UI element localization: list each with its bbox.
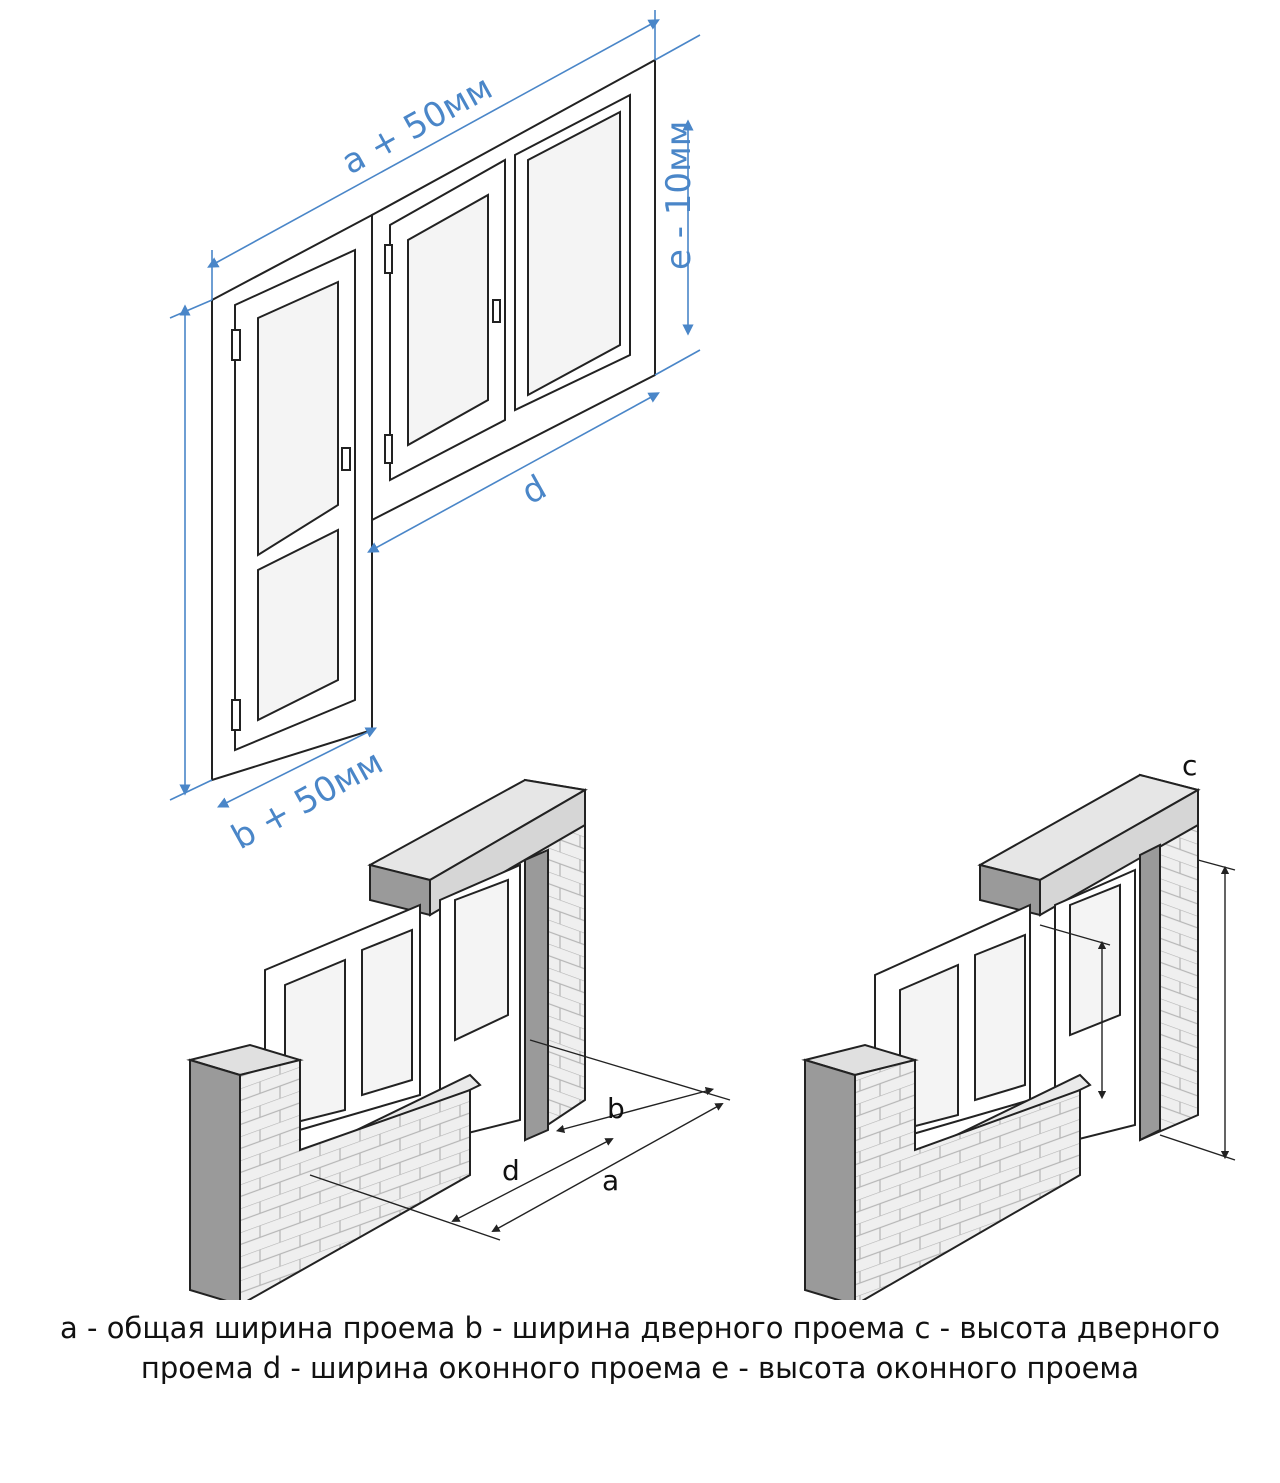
door-glass [257, 280, 339, 557]
dim-line-b-plus-50 [216, 727, 378, 808]
balcony-block-figure [211, 58, 656, 782]
left-opening-figure [186, 778, 588, 1300]
window-handle [492, 299, 501, 323]
label-window-height: e - 10мм [659, 121, 699, 270]
dim-line-d [367, 392, 660, 553]
label-b: b [607, 1092, 625, 1125]
door-hinge-top [231, 329, 241, 361]
dim-line-a-plus-50 [207, 19, 660, 268]
dim-line-a [491, 1102, 724, 1233]
label-d: d [502, 1154, 520, 1187]
label-a: a [602, 1164, 619, 1197]
label-c: c [1182, 749, 1197, 782]
caption-text: a - общая ширина проема b - ширина дверн… [60, 1311, 1220, 1385]
caption: a - общая ширина проема b - ширина дверн… [0, 1300, 1280, 1483]
door-hinge-bottom [231, 699, 241, 731]
window-left-glass [407, 193, 489, 447]
window-hinge-bottom [384, 434, 393, 464]
window-hinge-top [384, 244, 393, 274]
diagram: a + 50мм e - 10мм d b + 50мм b d a [169, 10, 1236, 1300]
dim-line-d-left [451, 1138, 614, 1222]
door-panel [257, 528, 339, 722]
left-dimension-lines [309, 1039, 731, 1241]
window-right-glass [527, 110, 621, 397]
right-opening-figure [801, 773, 1201, 1300]
top-dimension-lines [169, 10, 701, 808]
right-dimension-lines [1039, 859, 1236, 1161]
label-window-width: d [515, 467, 553, 512]
door-handle [341, 447, 351, 471]
